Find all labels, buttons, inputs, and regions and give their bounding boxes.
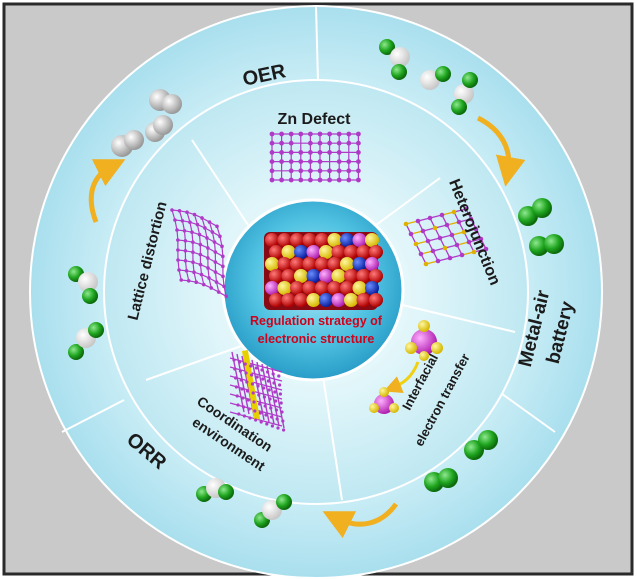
crystal-cluster-icon	[264, 232, 383, 310]
center-label-line1: Regulation strategy of	[250, 314, 383, 328]
zn-defect-label: Zn Defect	[278, 111, 352, 128]
center-label-line2: electronic structure	[258, 332, 375, 346]
